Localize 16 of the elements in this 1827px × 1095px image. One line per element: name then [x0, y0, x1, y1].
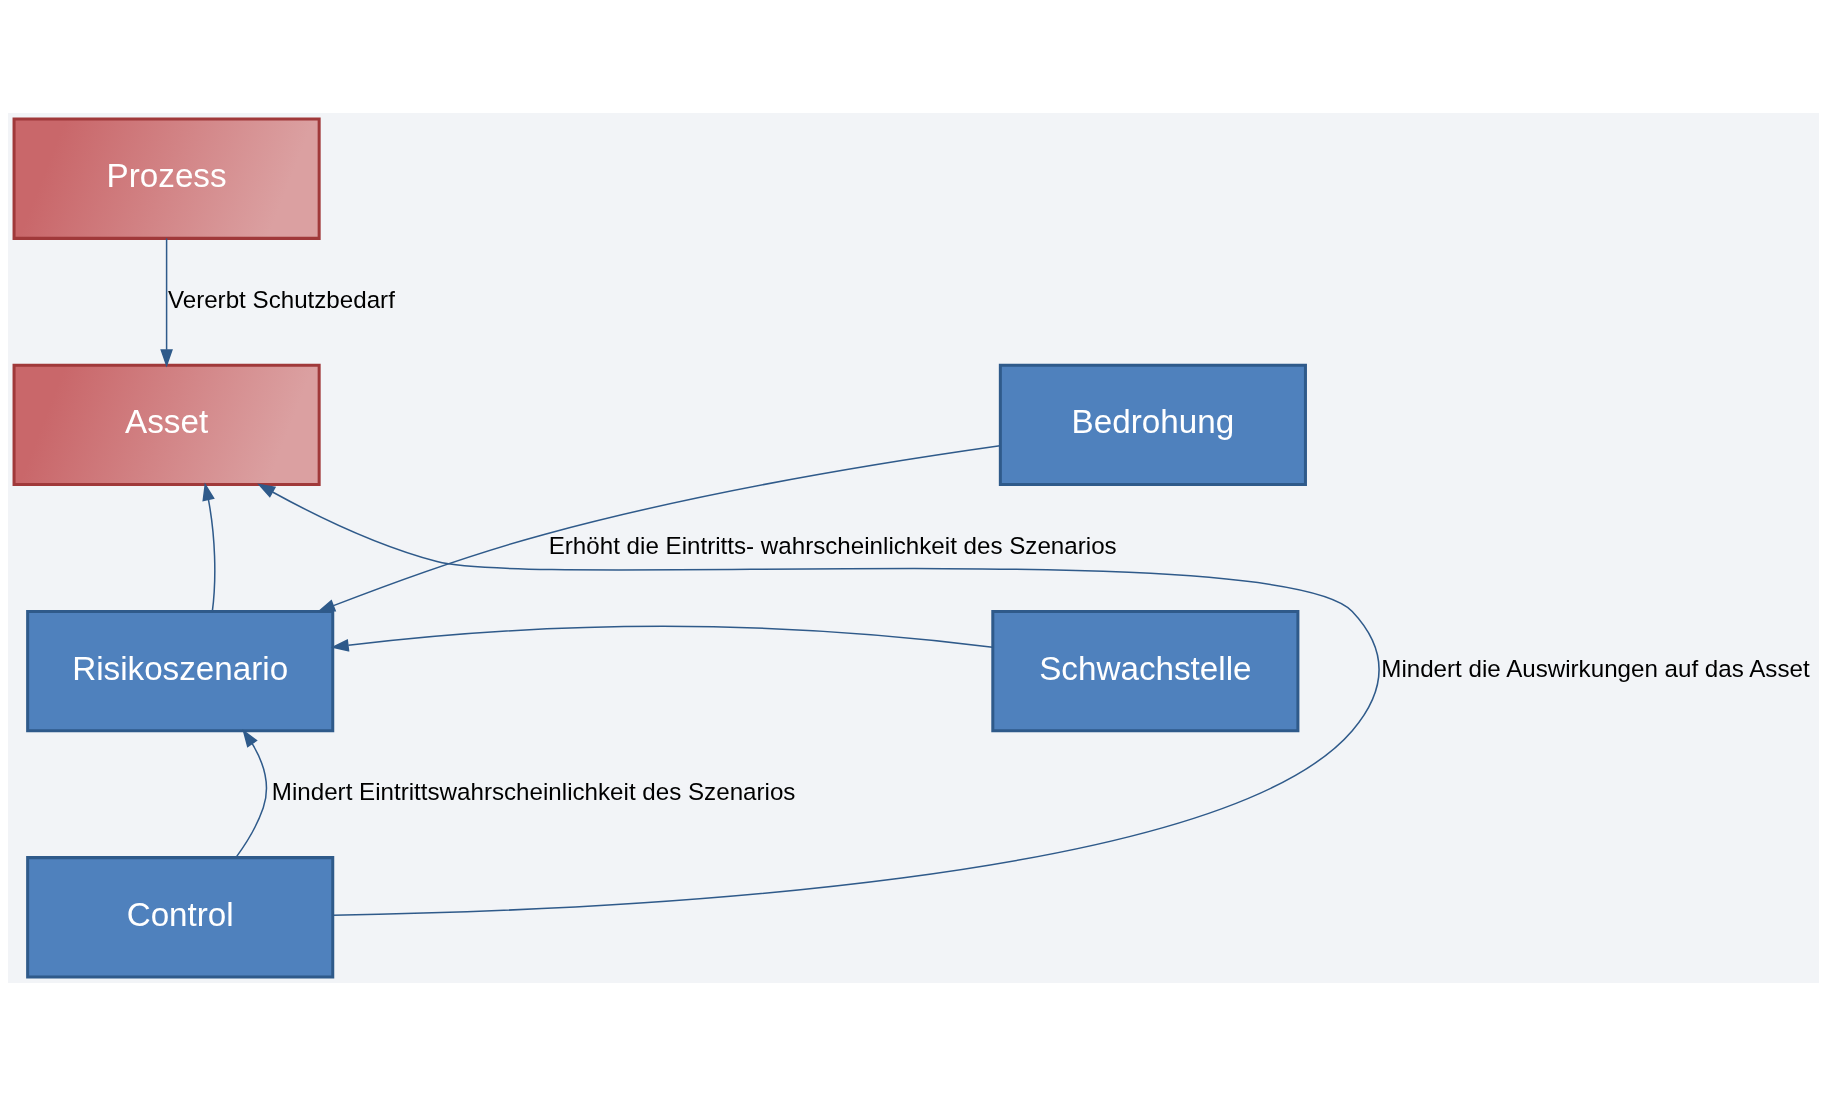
edge-label: Mindert Eintrittswahrscheinlichkeit des Szenarios [271, 777, 796, 805]
arrow [235, 728, 268, 858]
node-box: Control [26, 855, 335, 978]
arrow [317, 444, 1001, 612]
arrow [160, 237, 173, 367]
node-box: Prozess [12, 117, 321, 240]
node-box: Bedrohung [998, 363, 1307, 486]
arrow [330, 625, 994, 652]
edge-label: Vererbt Schutzbedarf [167, 285, 395, 313]
edge-label: Erhöht die Eintritts- wahrscheinlichkeit des Szenarios [548, 531, 1117, 559]
arrow [257, 482, 1380, 916]
node-box: Risikoszenario [26, 609, 335, 732]
node-box: Schwachstelle [991, 609, 1300, 732]
arrow [202, 481, 216, 612]
node-box: Asset [12, 363, 321, 486]
edge-label: Mindert die Auswirkungen auf das Asset [1381, 654, 1810, 682]
